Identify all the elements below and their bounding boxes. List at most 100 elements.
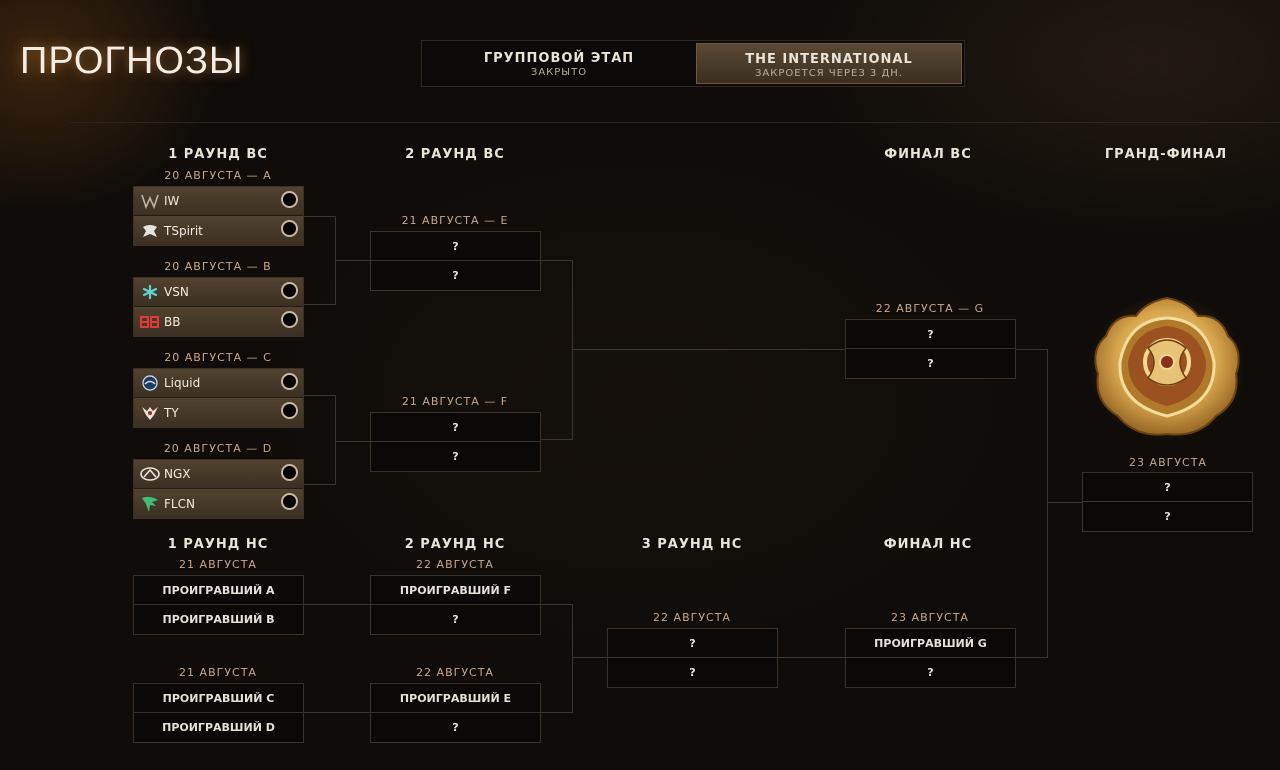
team-row[interactable]: NGX xyxy=(134,460,303,489)
match-e: ? ? xyxy=(370,231,541,291)
match-slot[interactable]: ПРОИГРАВШИЙ E xyxy=(371,684,540,713)
pick-radio[interactable] xyxy=(281,191,298,208)
team-name: BB xyxy=(164,314,181,329)
column-ub-final: ФИНАЛ ВС xyxy=(884,147,972,162)
match-d-date: 20 АВГУСТА — D xyxy=(163,442,273,455)
team-name: Liquid xyxy=(164,376,201,390)
ngx-logo-icon xyxy=(140,465,160,483)
column-lb-round3: 3 РАУНД НС xyxy=(641,537,743,552)
tab-the-international[interactable]: THE INTERNATIONAL ЗАКРОЕТСЯ ЧЕРЕЗ 3 ДН. xyxy=(696,43,962,84)
tab-group-stage-status: ЗАКРЫТО xyxy=(530,67,588,78)
lb-r2-match2-date: 22 АВГУСТА xyxy=(416,666,494,679)
column-ub-round2: 2 РАУНД ВС xyxy=(405,147,505,162)
match-slot[interactable]: ? xyxy=(927,666,934,679)
match-g: ? ? xyxy=(845,319,1016,379)
grand-final-date: 23 АВГУСТА xyxy=(1129,456,1207,469)
match-slot[interactable]: ПРОИГРАВШИЙ C xyxy=(134,684,303,713)
match-slot[interactable]: ? xyxy=(1164,510,1171,523)
team-name: NGX xyxy=(164,467,191,481)
team-name: TSpirit xyxy=(164,223,203,238)
tab-group-stage-label: ГРУППОВОЙ ЭТАП xyxy=(483,51,635,66)
match-slot[interactable]: ? xyxy=(452,721,459,734)
team-row[interactable]: FLCN xyxy=(134,489,303,518)
page-title: ПРОГНОЗЫ xyxy=(20,40,244,82)
team-row[interactable]: IW xyxy=(134,187,303,216)
spirit-logo-icon xyxy=(140,222,160,240)
team-row[interactable]: VSN xyxy=(134,278,303,307)
match-slot[interactable]: ? xyxy=(452,450,459,463)
connector-line xyxy=(1047,349,1048,658)
match-slot[interactable]: ПРОИГРАВШИЙ A xyxy=(134,576,303,605)
connector-line xyxy=(304,304,336,305)
match-c: Liquid TY xyxy=(133,368,304,428)
match-slot[interactable]: ? xyxy=(689,666,696,679)
connector-line xyxy=(304,604,371,605)
lb-r2-match1-date: 22 АВГУСТА xyxy=(416,558,494,571)
match-d: NGX FLCN xyxy=(133,459,304,519)
match-a: IW TSpirit xyxy=(133,186,304,246)
match-b: VSN BB xyxy=(133,277,304,337)
column-grand-final: ГРАНД-ФИНАЛ xyxy=(1104,147,1228,162)
team-name: TY xyxy=(164,405,179,420)
lb-r2-match1: ПРОИГРАВШИЙ F ? xyxy=(370,575,541,635)
lb-r1-match1-date: 21 АВГУСТА xyxy=(179,558,257,571)
connector-line xyxy=(304,395,336,396)
connector-line xyxy=(304,216,336,217)
connector-line xyxy=(304,484,336,485)
match-slot[interactable]: ? xyxy=(846,320,1015,349)
iw-logo-icon xyxy=(140,192,160,210)
match-slot[interactable]: ПРОИГРАВШИЙ D xyxy=(162,721,275,734)
connector-line xyxy=(541,604,573,605)
tab-group-stage[interactable]: ГРУППОВОЙ ЭТАП ЗАКРЫТО xyxy=(424,43,694,84)
pick-radio[interactable] xyxy=(281,282,298,299)
match-e-date: 21 АВГУСТА — E xyxy=(401,214,509,227)
match-slot[interactable]: ПРОИГРАВШИЙ G xyxy=(846,629,1015,658)
match-slot[interactable]: ? xyxy=(927,357,934,370)
lb-r3-match: ? ? xyxy=(607,628,778,688)
match-slot[interactable]: ? xyxy=(608,629,777,658)
team-row[interactable]: Liquid xyxy=(134,369,303,398)
connector-line xyxy=(1015,349,1048,350)
match-slot[interactable]: ПРОИГРАВШИЙ F xyxy=(371,576,540,605)
team-row[interactable]: TSpirit xyxy=(134,216,303,245)
team-row[interactable]: TY xyxy=(134,398,303,427)
pick-radio[interactable] xyxy=(281,402,298,419)
pick-radio[interactable] xyxy=(281,220,298,237)
column-lb-round1: 1 РАУНД НС xyxy=(167,537,269,552)
connector-line xyxy=(541,260,573,261)
pick-radio[interactable] xyxy=(281,493,298,510)
match-slot[interactable]: ? xyxy=(371,232,540,261)
connector-line xyxy=(304,712,371,713)
column-lb-round2: 2 РАУНД НС xyxy=(404,537,506,552)
match-c-date: 20 АВГУСТА — C xyxy=(164,351,272,364)
match-grand-final: ? ? xyxy=(1082,472,1253,532)
lb-r1-match1: ПРОИГРАВШИЙ A ПРОИГРАВШИЙ B xyxy=(133,575,304,635)
match-slot[interactable]: ? xyxy=(1083,473,1252,502)
connector-line xyxy=(541,439,573,440)
connector-line xyxy=(335,441,371,442)
lb-r1-match2: ПРОИГРАВШИЙ C ПРОИГРАВШИЙ D xyxy=(133,683,304,743)
vsn-logo-icon xyxy=(140,283,160,301)
team-row[interactable]: BB xyxy=(134,307,303,336)
team-name: VSN xyxy=(164,285,189,299)
pick-radio[interactable] xyxy=(281,464,298,481)
connector-line xyxy=(1047,502,1083,503)
match-slot[interactable]: ? xyxy=(452,269,459,282)
header-divider xyxy=(70,122,1280,123)
match-a-date: 20 АВГУСТА — A xyxy=(164,169,272,182)
match-slot[interactable]: ? xyxy=(452,613,459,626)
lb-r1-match2-date: 21 АВГУСТА xyxy=(179,666,257,679)
column-ub-round1: 1 РАУНД ВС xyxy=(168,147,268,162)
lb-final-match: ПРОИГРАВШИЙ G ? xyxy=(845,628,1016,688)
connector-line xyxy=(572,604,573,713)
tab-ti-status: ЗАКРОЕТСЯ ЧЕРЕЗ 3 ДН. xyxy=(755,68,903,79)
aegis-trophy-icon xyxy=(1088,292,1246,442)
pick-radio[interactable] xyxy=(281,311,298,328)
match-f-date: 21 АВГУСТА — F xyxy=(401,395,509,408)
liquid-logo-icon xyxy=(140,374,160,392)
pick-radio[interactable] xyxy=(281,373,298,390)
connector-line xyxy=(1015,657,1048,658)
match-f: ? ? xyxy=(370,412,541,472)
match-slot[interactable]: ПРОИГРАВШИЙ B xyxy=(162,613,275,626)
match-slot[interactable]: ? xyxy=(371,413,540,442)
